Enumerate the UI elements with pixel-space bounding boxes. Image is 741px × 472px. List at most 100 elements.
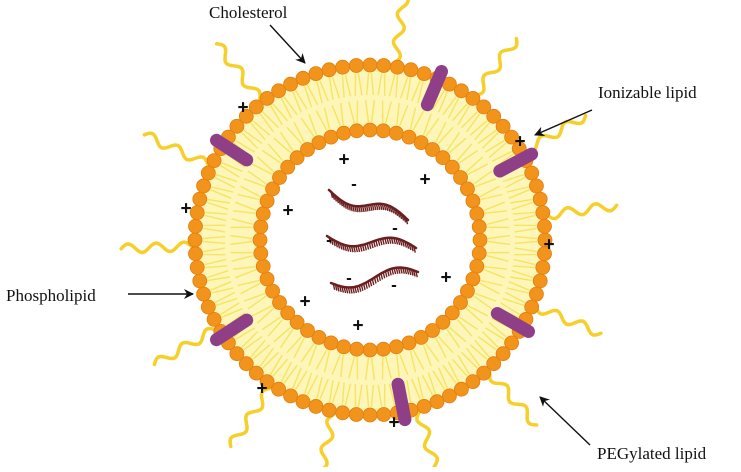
mrna-base xyxy=(370,280,372,286)
head-group xyxy=(350,124,364,138)
head-group xyxy=(473,233,487,247)
head-group xyxy=(284,77,298,91)
mrna-base xyxy=(367,244,369,250)
head-group xyxy=(207,312,221,326)
head-group xyxy=(536,206,550,220)
mrna-base xyxy=(359,286,361,292)
head-group xyxy=(197,179,211,193)
mrna-base xyxy=(379,275,381,281)
head-group xyxy=(472,246,486,260)
peg-chain xyxy=(393,0,408,63)
mrna-base xyxy=(372,242,374,248)
head-group xyxy=(466,194,480,208)
head-group xyxy=(190,206,204,220)
peg-chain xyxy=(417,412,439,467)
mrna-strands xyxy=(327,190,418,294)
positive-charge: + xyxy=(256,379,267,400)
head-group xyxy=(260,272,274,286)
head-group xyxy=(350,342,364,356)
positive-charge: + xyxy=(180,199,191,220)
positive-charge: + xyxy=(299,292,310,313)
peg-chain xyxy=(315,415,333,467)
peg-chain xyxy=(121,242,191,253)
head-group xyxy=(402,336,416,350)
negative-charge: - xyxy=(391,276,397,295)
peg-chain xyxy=(490,373,537,425)
head-group xyxy=(417,399,431,413)
head-group xyxy=(256,207,270,221)
pegylated-lipid-arrow-icon xyxy=(540,397,590,445)
mrna-base xyxy=(364,284,366,290)
positive-charge: + xyxy=(440,268,451,289)
head-group xyxy=(417,67,431,81)
head-group xyxy=(442,389,456,403)
mrna-base xyxy=(385,271,387,277)
head-group xyxy=(349,408,363,422)
positive-charge: + xyxy=(352,316,363,337)
ionizable-lipid-label: Ionizable lipid xyxy=(598,84,697,101)
head-group xyxy=(193,274,207,288)
head-group xyxy=(336,60,350,74)
head-group xyxy=(529,287,543,301)
head-group xyxy=(470,207,484,221)
peg-chain xyxy=(475,39,517,96)
head-group xyxy=(256,259,270,273)
head-group xyxy=(201,300,215,314)
peg-chain xyxy=(536,307,601,335)
head-group xyxy=(296,71,310,85)
head-group xyxy=(390,60,404,74)
mrna-base xyxy=(366,283,368,289)
head-group xyxy=(254,246,268,260)
head-group xyxy=(377,59,391,73)
head-group xyxy=(336,406,350,420)
phospholipid-label: Phospholipid xyxy=(6,287,96,304)
peg-chain xyxy=(547,204,616,219)
cholesterol-label: Cholesterol xyxy=(209,4,287,21)
positive-charge: + xyxy=(419,170,430,191)
positive-charge: + xyxy=(237,98,248,119)
mrna-base xyxy=(383,272,385,278)
mrna-base xyxy=(388,270,390,276)
mrna-base xyxy=(361,285,363,291)
peg-chain xyxy=(525,116,586,152)
head-group xyxy=(363,408,377,422)
head-group xyxy=(190,260,204,274)
head-group xyxy=(201,166,215,180)
head-group xyxy=(536,260,550,274)
mrna-base xyxy=(368,282,370,288)
head-group xyxy=(430,395,444,409)
head-group xyxy=(193,192,207,206)
head-group xyxy=(525,300,539,314)
head-group xyxy=(389,340,403,354)
head-group xyxy=(324,130,338,144)
mrna-base xyxy=(381,274,383,280)
head-group xyxy=(309,67,323,81)
mrna-base xyxy=(377,276,379,282)
head-group xyxy=(337,126,351,140)
positive-charge: + xyxy=(338,150,349,171)
head-group xyxy=(363,343,377,357)
head-group xyxy=(309,399,323,413)
positive-charge: + xyxy=(282,201,293,222)
mrna-base xyxy=(374,241,376,247)
head-group xyxy=(363,58,377,72)
head-group xyxy=(337,340,351,354)
head-group xyxy=(529,179,543,193)
head-group xyxy=(296,395,310,409)
negative-charge: - xyxy=(326,231,332,250)
negative-charge: - xyxy=(392,219,398,238)
head-group xyxy=(533,192,547,206)
positive-charge: + xyxy=(514,132,525,153)
head-group xyxy=(253,233,267,247)
head-group xyxy=(254,220,268,234)
positive-charge: + xyxy=(543,235,554,256)
head-group xyxy=(197,287,211,301)
positive-charge: + xyxy=(388,413,399,434)
head-group xyxy=(189,247,203,261)
head-group xyxy=(349,59,363,73)
head-group xyxy=(189,219,203,233)
head-group xyxy=(322,403,336,417)
peg-chain xyxy=(154,329,215,365)
peg-chain xyxy=(217,44,260,99)
